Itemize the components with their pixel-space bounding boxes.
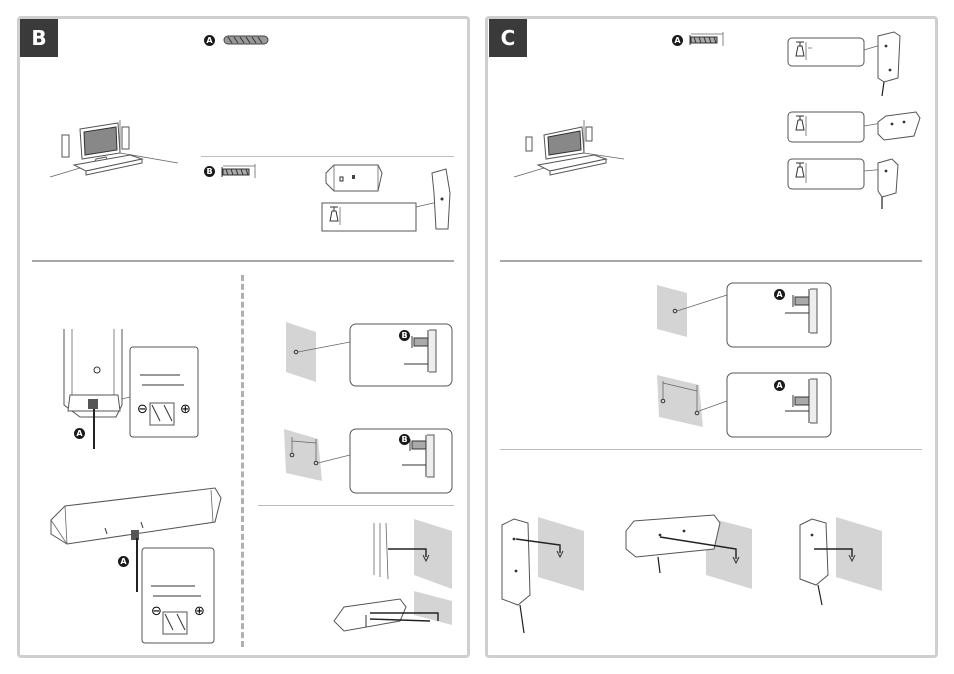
speaker-hang-on-wall-illustration	[330, 515, 454, 635]
center-speaker-back-illustration	[320, 163, 460, 235]
room-tv-setup-illustration-right	[514, 115, 644, 185]
callout-b-screw: B	[204, 166, 215, 177]
callout-a-terminal-cable: A	[74, 428, 85, 439]
plus-terminal-icon-2: ⊕	[194, 604, 205, 619]
wall-screw-a-pair-illustration	[655, 371, 833, 439]
surround-speaker-mount-hole-illustration	[786, 157, 916, 212]
screw-a-icon	[688, 32, 730, 48]
divider-left-lower	[258, 505, 454, 506]
screw-b-icon	[220, 164, 262, 180]
step-badge-c: C	[489, 19, 527, 57]
divider-right-lower	[500, 449, 922, 450]
callout-a-wall-1: A	[774, 289, 785, 300]
plus-terminal-icon: ⊕	[180, 402, 191, 417]
minus-terminal-icon: ⊖	[137, 402, 148, 417]
wall-screw-b-single-illustration	[284, 320, 454, 390]
front-speaker-mount-hole-illustration	[786, 30, 916, 105]
wall-screw-b-pair-illustration	[282, 427, 454, 495]
room-tv-setup-illustration	[50, 115, 180, 185]
minus-terminal-icon-2: ⊖	[151, 604, 162, 619]
center-speaker-terminal-illustration	[45, 482, 225, 647]
wall-screw-a-single-illustration	[655, 281, 833, 349]
callout-a-center-cable: A	[118, 556, 129, 567]
divider-right-upper	[500, 260, 922, 262]
divider-left-upper	[32, 260, 454, 262]
callout-a-screw-right: A	[672, 35, 683, 46]
surround-speaker-hang-illustration	[796, 515, 886, 615]
speaker-cable-illustration	[222, 33, 272, 47]
step-badge-b: B	[20, 19, 58, 57]
callout-b-wall-1: B	[399, 330, 410, 341]
center-speaker-mount-hole-illustration	[786, 110, 926, 146]
front-speaker-hang-illustration	[498, 515, 588, 635]
callout-a-cable: A	[204, 35, 215, 46]
divider-top-inner	[201, 156, 454, 157]
dashed-separator	[241, 275, 244, 647]
callout-a-wall-2: A	[774, 380, 785, 391]
callout-b-wall-2: B	[399, 434, 410, 445]
center-speaker-hang-illustration	[624, 515, 764, 590]
